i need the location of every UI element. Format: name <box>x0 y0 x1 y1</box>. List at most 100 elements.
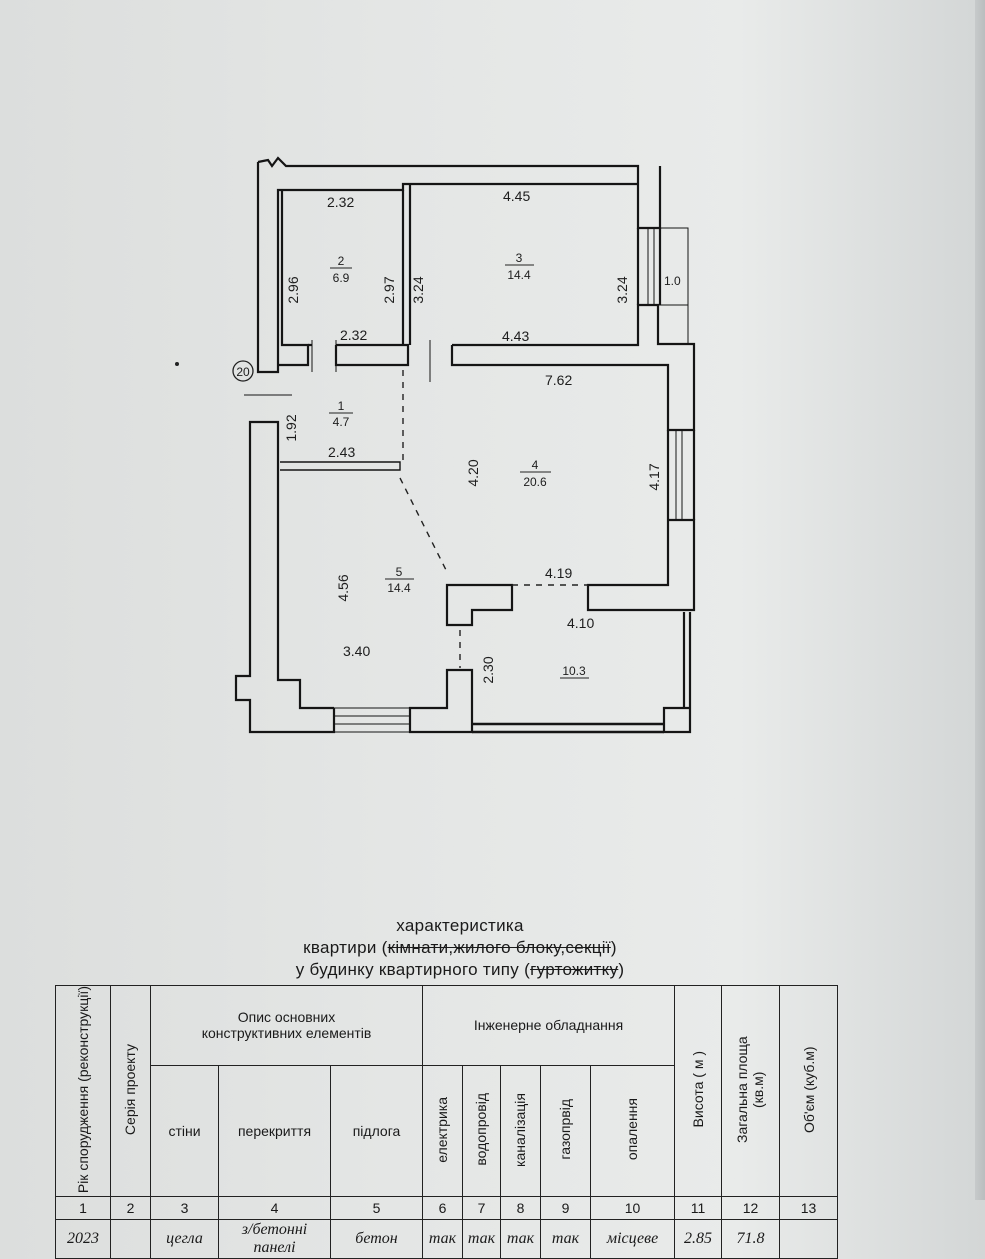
title-line-2: квартири (кімнати,жилого блоку,секції) <box>303 938 617 957</box>
dim-r1-bottom: 2.43 <box>328 444 355 460</box>
wall-top <box>257 156 662 230</box>
dim-r1-left: 1.92 <box>283 414 299 441</box>
wall-left-lower <box>234 420 336 734</box>
svg-text:1: 1 <box>338 399 345 413</box>
value-volume <box>779 1219 839 1259</box>
svg-text:6.9: 6.9 <box>333 271 350 285</box>
svg-text:14.4: 14.4 <box>387 581 411 595</box>
wall-mid-2 <box>450 303 696 432</box>
col-number: 11 <box>674 1196 723 1221</box>
value-walls: цегла <box>150 1219 219 1259</box>
title-line-1: характеристика <box>396 916 524 935</box>
room-label-1: 1 4.7 <box>329 399 353 429</box>
dim-r2-right: 2.97 <box>381 276 397 303</box>
col-number: 2 <box>110 1196 151 1221</box>
dim-r3-top: 4.45 <box>503 188 530 204</box>
value-heating: місцеве <box>589 1219 676 1259</box>
col-number: 7 <box>462 1196 501 1221</box>
svg-text:14.4: 14.4 <box>507 268 531 282</box>
col-walls-header: стіни <box>150 1064 219 1198</box>
floor-plan: 20 2.32 4.45 2.96 2.97 3.24 3.24 1.0 2.3… <box>175 156 696 734</box>
wall-right-mid <box>586 518 696 612</box>
dim-r5-right: 2.30 <box>480 656 496 683</box>
col-water-header: водопровід <box>462 1064 501 1198</box>
svg-text:20.6: 20.6 <box>523 475 547 489</box>
col-number: 6 <box>422 1196 463 1221</box>
dim-r5-bottom: 3.40 <box>343 643 370 659</box>
value-water: так <box>462 1219 501 1259</box>
dim-r4-bottom: 4.19 <box>545 565 572 581</box>
value-area: 71.8 <box>721 1219 781 1259</box>
value-gas: так <box>540 1219 591 1259</box>
wall-left-upper <box>256 162 285 374</box>
room-label-2: 2 6.9 <box>330 254 352 285</box>
wall-mid-1 <box>308 343 410 367</box>
col-area-header: Загальна площа (кв.м) <box>721 984 781 1198</box>
room-label-4: 4 20.6 <box>520 458 551 489</box>
col-number: 4 <box>218 1196 331 1221</box>
col-number: 5 <box>330 1196 423 1221</box>
room-label-3: 3 14.4 <box>505 251 534 282</box>
value-ceiling: з/бетонні панелі <box>218 1219 331 1259</box>
dim-r1-top: 2.32 <box>340 327 367 343</box>
partition-r1 <box>280 461 401 471</box>
dim-r3-right: 3.24 <box>614 276 630 303</box>
group-structure-header: Опис основних конструктивних елементів <box>150 985 423 1066</box>
dim-r2-top: 2.32 <box>327 194 354 210</box>
wall-top-inner <box>285 182 638 192</box>
col-number: 10 <box>589 1196 676 1221</box>
svg-text:10.3: 10.3 <box>562 664 586 678</box>
col-number: 13 <box>779 1196 839 1221</box>
col-height-header: Висота ( м ) <box>674 984 723 1198</box>
wall-right-bottom <box>662 612 692 734</box>
value-electric: так <box>422 1219 463 1259</box>
col-floor-header: підлога <box>330 1064 423 1198</box>
col-sewer-header: каналізація <box>500 1064 541 1198</box>
dim-r4-right: 4.17 <box>646 463 662 490</box>
window-bars-2 <box>675 430 683 520</box>
room-label-6: 10.3 <box>560 664 589 679</box>
dim-r2-left: 2.96 <box>285 276 301 303</box>
dim-r4-left: 4.20 <box>465 459 481 486</box>
col-year-header: Рік спорудження (реконструкції) <box>55 984 111 1198</box>
svg-text:5: 5 <box>396 565 403 579</box>
col-number: 8 <box>500 1196 541 1221</box>
col-number: 1 <box>55 1196 111 1221</box>
axis-marker <box>232 360 254 382</box>
door-ticks <box>311 340 431 382</box>
apartment-spec-table: Рік спорудження (реконструкції) Серія пр… <box>55 984 839 1259</box>
col-volume-header: Об'єм (куб.м) <box>779 984 839 1198</box>
col-heating-header: опалення <box>589 1064 676 1198</box>
room-label-5: 5 14.4 <box>385 565 414 595</box>
dim-r3-bottom: 4.43 <box>502 328 529 344</box>
wall-bottom <box>472 722 664 734</box>
title-line-3: у будинку квартирного типу (гуртожитку) <box>295 960 625 979</box>
wall-bottom-mid <box>408 668 474 734</box>
col-number: 9 <box>540 1196 591 1221</box>
partition-2-3 <box>401 184 412 345</box>
dim-r5-left: 4.56 <box>335 574 351 601</box>
value-series <box>110 1219 151 1259</box>
window-right-upper <box>636 228 662 305</box>
sheet-edge <box>975 0 985 1200</box>
col-electric-header: електрика <box>422 1064 463 1198</box>
col-ceiling-header: перекриття <box>218 1064 331 1198</box>
dim-r3-left: 3.24 <box>410 276 426 303</box>
group-utilities-header: Інженерне обладнання <box>421 985 676 1066</box>
dim-balcony: 1.0 <box>664 274 681 288</box>
dim-r4-top: 7.62 <box>545 372 572 388</box>
col-number: 12 <box>721 1196 781 1221</box>
svg-text:4.7: 4.7 <box>333 415 350 429</box>
axis-label: 20 <box>236 365 250 379</box>
value-floor: бетон <box>330 1219 423 1259</box>
value-height: 2.85 <box>674 1219 723 1259</box>
col-number: 3 <box>150 1196 219 1221</box>
window-bottom <box>334 707 410 733</box>
dash-2 <box>399 477 448 573</box>
window-bars-1 <box>647 228 655 305</box>
value-year: 2023 <box>55 1219 111 1259</box>
dim-r6-top: 4.10 <box>567 615 594 631</box>
svg-text:4: 4 <box>532 458 539 472</box>
value-sewer: так <box>500 1219 541 1259</box>
col-series-header: Серія проекту <box>110 984 151 1198</box>
